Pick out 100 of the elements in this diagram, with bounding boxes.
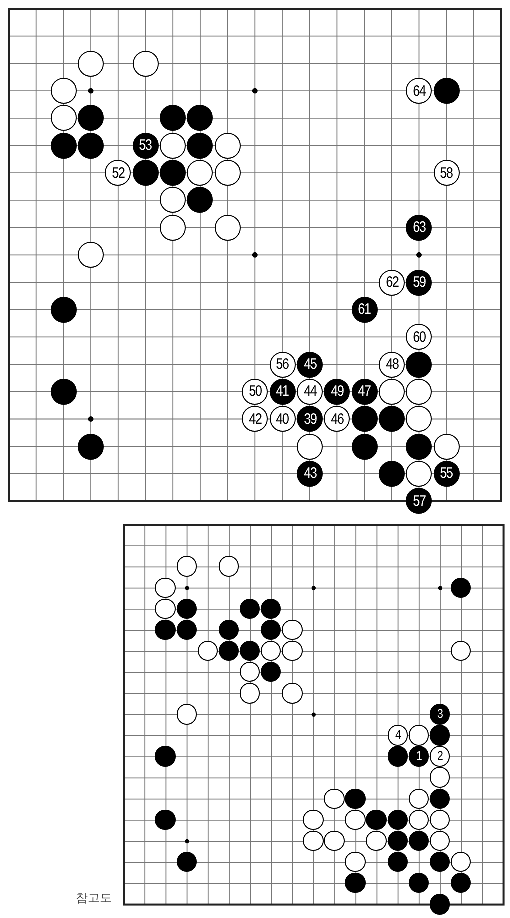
go-stone	[378, 460, 405, 487]
go-stone	[408, 830, 430, 852]
go-stone	[450, 852, 472, 872]
go-stone	[78, 50, 104, 77]
go-stone: 53	[132, 132, 159, 159]
go-stone	[155, 810, 176, 830]
go-stone	[176, 598, 198, 620]
go-stone	[345, 872, 366, 894]
go-stone	[406, 378, 432, 405]
go-stone	[352, 434, 378, 460]
go-stone	[240, 662, 260, 682]
go-stone	[132, 50, 159, 77]
go-stone	[260, 598, 282, 620]
go-stone	[176, 556, 198, 577]
go-stone	[260, 620, 282, 640]
go-stone: 57	[406, 488, 432, 514]
go-stone	[187, 187, 214, 214]
go-stone	[160, 214, 186, 241]
go-stone	[303, 830, 324, 852]
go-stone: 63	[406, 214, 432, 241]
go-stone	[366, 810, 387, 830]
go-stone	[430, 810, 450, 830]
go-stone	[218, 640, 240, 662]
go-stone	[218, 620, 240, 640]
go-stone	[50, 78, 77, 104]
go-stone	[155, 746, 176, 767]
go-stone	[282, 640, 303, 662]
go-stone: 50	[242, 378, 268, 405]
go-stone	[176, 704, 198, 725]
go-stone	[388, 746, 408, 767]
go-stone	[388, 810, 408, 830]
go-stone	[160, 105, 186, 132]
go-stone: 42	[242, 406, 268, 432]
go-stone	[408, 788, 430, 810]
go-stone	[260, 640, 282, 662]
go-stone: 41	[270, 378, 296, 405]
go-stone	[240, 683, 260, 704]
go-stone	[240, 640, 260, 662]
go-stone: 55	[434, 460, 460, 487]
go-stone: 4	[388, 725, 408, 746]
go-stone	[430, 725, 450, 746]
go-stone	[430, 830, 450, 852]
go-stone	[450, 578, 472, 598]
go-stone	[378, 378, 405, 405]
go-stone	[406, 406, 432, 432]
go-stone: 49	[324, 378, 350, 405]
go-stone	[366, 830, 387, 852]
go-stone	[408, 872, 430, 894]
go-stone	[50, 132, 77, 159]
go-stone	[214, 132, 241, 159]
go-stone: 58	[434, 160, 460, 186]
go-stone	[430, 852, 450, 872]
go-stone	[408, 810, 430, 830]
go-stone	[345, 788, 366, 810]
go-stone: 2	[430, 746, 450, 767]
go-stone: 45	[296, 352, 323, 378]
go-stone	[303, 810, 324, 830]
go-stone	[388, 852, 408, 872]
go-stone	[155, 578, 176, 598]
go-stone	[296, 434, 323, 460]
go-stone	[214, 214, 241, 241]
go-stone	[50, 105, 77, 132]
go-stone	[345, 852, 366, 872]
go-stone: 59	[406, 270, 432, 296]
go-stone	[50, 378, 77, 405]
go-stone: 43	[296, 460, 323, 487]
go-stone	[78, 242, 104, 268]
go-stone: 47	[352, 378, 378, 405]
go-stone	[434, 78, 460, 104]
go-stone	[240, 598, 260, 620]
go-stone	[155, 598, 176, 620]
go-stone	[160, 132, 186, 159]
go-stone	[406, 352, 432, 378]
go-stone	[218, 556, 240, 577]
diagram-caption: 참고도	[76, 890, 112, 907]
go-stone: 39	[296, 406, 323, 432]
go-stone	[78, 105, 104, 132]
go-stone	[408, 725, 430, 746]
go-stone	[406, 434, 432, 460]
go-stone	[282, 683, 303, 704]
go-stone: 60	[406, 324, 432, 350]
go-stone	[176, 620, 198, 640]
go-stone	[198, 640, 218, 662]
go-stone	[324, 788, 345, 810]
go-stone: 3	[430, 704, 450, 725]
go-stone	[260, 662, 282, 682]
go-stone	[324, 830, 345, 852]
go-stone	[176, 852, 198, 872]
go-stone	[187, 160, 214, 186]
go-stone: 46	[324, 406, 350, 432]
go-stone	[450, 872, 472, 894]
go-stone	[378, 406, 405, 432]
go-stone	[132, 160, 159, 186]
go-stone	[406, 460, 432, 487]
go-stone	[388, 830, 408, 852]
go-stone: 40	[270, 406, 296, 432]
go-stone: 61	[352, 296, 378, 323]
go-stone	[78, 434, 104, 460]
go-stone: 52	[105, 160, 132, 186]
go-stone	[187, 132, 214, 159]
